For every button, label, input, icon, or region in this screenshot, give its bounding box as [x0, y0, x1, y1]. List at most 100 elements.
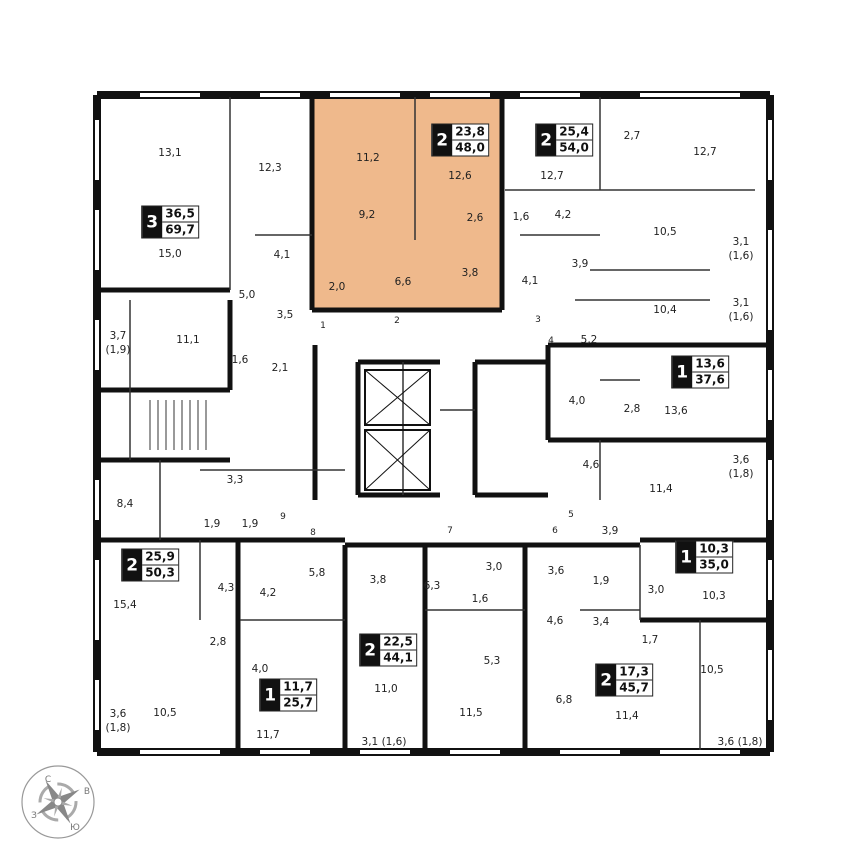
room-area-label: 4,1	[273, 249, 291, 261]
room-area-label: 10,3	[702, 590, 726, 602]
room-area-label: 6,3	[423, 580, 441, 592]
room-area-label: 5,8	[308, 567, 326, 579]
room-area-label: 3,1 (1,6)	[728, 236, 754, 262]
compass-north: С	[44, 775, 52, 785]
room-area-label: 3,0	[485, 561, 503, 573]
room-area-label: 6,6	[394, 276, 412, 288]
room-area-label: 10,5	[700, 664, 724, 676]
total-area: 44,1	[383, 650, 413, 665]
room-area-label: 5,0	[238, 289, 256, 301]
total-area: 37,6	[695, 372, 725, 387]
room-area-label: 11,7	[256, 729, 280, 741]
room-area-label: 3,3	[226, 474, 244, 486]
room-area-label: 1,6	[471, 593, 489, 605]
room-area-label: 3,8	[461, 267, 479, 279]
room-area-label: 2,6	[466, 212, 484, 224]
room-area-label: 13,1	[158, 147, 182, 159]
door-number: 6	[552, 526, 558, 536]
room-count: 2	[360, 634, 381, 666]
room-area-label: 3,0	[647, 584, 665, 596]
room-area-label: 4,2	[554, 209, 572, 221]
room-area-label: 11,2	[356, 152, 380, 164]
room-count: 1	[676, 541, 697, 573]
room-count: 2	[432, 124, 453, 156]
total-area: 69,7	[165, 222, 195, 237]
room-area-label: 3,1 (1,6)	[361, 736, 407, 748]
room-area-label: 3,7 (1,9)	[105, 330, 131, 356]
room-area-label: 9,2	[358, 209, 376, 221]
room-area-label: 4,6	[582, 459, 600, 471]
room-area-label: 4,0	[251, 663, 269, 675]
living-area: 22,5	[380, 635, 416, 651]
room-area-label: 8,4	[116, 498, 134, 510]
elevator-shaft	[364, 429, 431, 491]
room-area-label: 3,4	[592, 616, 610, 628]
door-number: 8	[310, 528, 316, 538]
elevator-cross	[364, 369, 431, 426]
living-area: 17,3	[616, 665, 652, 681]
room-area-label: 4,1	[521, 275, 539, 287]
compass-south: Ю	[70, 823, 80, 833]
room-area-label: 12,6	[448, 170, 472, 182]
elevator-cross	[364, 429, 431, 491]
room-area-label: 1,6	[512, 211, 530, 223]
living-area: 23,8	[452, 125, 488, 141]
total-area: 45,7	[619, 680, 649, 695]
room-area-label: 3,1 (1,6)	[728, 297, 754, 323]
door-number: 9	[280, 512, 286, 522]
room-area-label: 11,5	[459, 707, 483, 719]
room-area-label: 4,0	[568, 395, 586, 407]
room-area-label: 15,4	[113, 599, 137, 611]
door-number: 2	[394, 316, 400, 326]
room-area-label: 12,7	[693, 146, 717, 158]
total-area: 54,0	[559, 140, 589, 155]
room-area-label: 2,8	[209, 636, 227, 648]
room-area-label: 3,8	[369, 574, 387, 586]
total-area: 35,0	[699, 557, 729, 572]
living-area: 11,7	[280, 680, 316, 696]
room-area-label: 12,3	[258, 162, 282, 174]
room-area-label: 4,6	[546, 615, 564, 627]
room-area-label: 1,9	[241, 518, 259, 530]
compass-west: З	[31, 811, 37, 821]
room-area-label: 1,6	[231, 354, 249, 366]
room-area-label: 11,0	[374, 683, 398, 695]
total-area: 25,7	[283, 695, 313, 710]
room-count: 3	[142, 206, 163, 238]
room-area-label: 2,8	[623, 403, 641, 415]
room-count: 1	[260, 679, 281, 711]
room-area-label: 3,5	[276, 309, 294, 321]
room-area-label: 3,6	[547, 565, 565, 577]
living-area: 36,5	[162, 207, 198, 223]
room-area-label: 1,9	[592, 575, 610, 587]
living-area: 13,6	[692, 357, 728, 373]
living-area: 25,4	[556, 125, 592, 141]
room-area-label: 2,0	[328, 281, 346, 293]
room-count: 1	[672, 356, 693, 388]
compass-east: В	[83, 787, 91, 797]
room-area-label: 10,5	[653, 226, 677, 238]
door-number: 4	[548, 336, 554, 346]
room-area-label: 2,7	[623, 130, 641, 142]
door-number: 1	[320, 321, 326, 331]
door-number: 7	[447, 526, 453, 536]
door-number: 5	[568, 510, 574, 520]
room-area-label: 5,3	[483, 655, 501, 667]
room-area-label: 5,2	[580, 334, 598, 346]
room-area-label: 3,9	[571, 258, 589, 270]
room-area-label: 4,2	[259, 587, 277, 599]
room-count: 2	[122, 549, 143, 581]
room-count: 2	[536, 124, 557, 156]
room-area-label: 4,3	[217, 582, 235, 594]
